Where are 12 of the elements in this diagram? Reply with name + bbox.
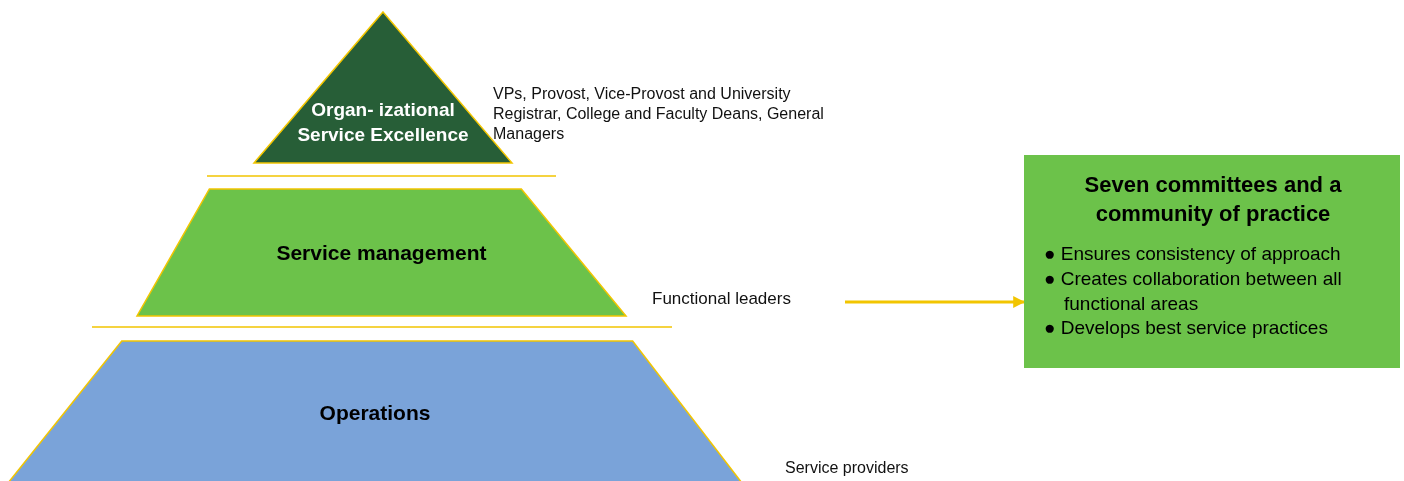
tier-label: Operations xyxy=(318,400,432,426)
arrow xyxy=(845,296,1026,308)
bullet-item: ● Ensures consistency of approach xyxy=(1044,242,1342,267)
info-panel xyxy=(1024,155,1400,368)
role-description: Service providers xyxy=(785,458,910,478)
bullet-item: ● Develops best service practices xyxy=(1044,316,1329,341)
panel-heading: Seven committees and a community of practice xyxy=(1083,171,1343,228)
node-label: Functional leaders xyxy=(652,289,817,313)
role-description: VPs, Provost, Vice-Provost and University Registrar, College and Faculty Deans, General Managers xyxy=(493,84,825,144)
tier-label: Service management xyxy=(275,240,488,266)
bullet-item: ● Creates collaboration between all functional areas xyxy=(1044,266,1343,316)
tier-label: Organ- izational Service Excellence xyxy=(296,98,470,147)
